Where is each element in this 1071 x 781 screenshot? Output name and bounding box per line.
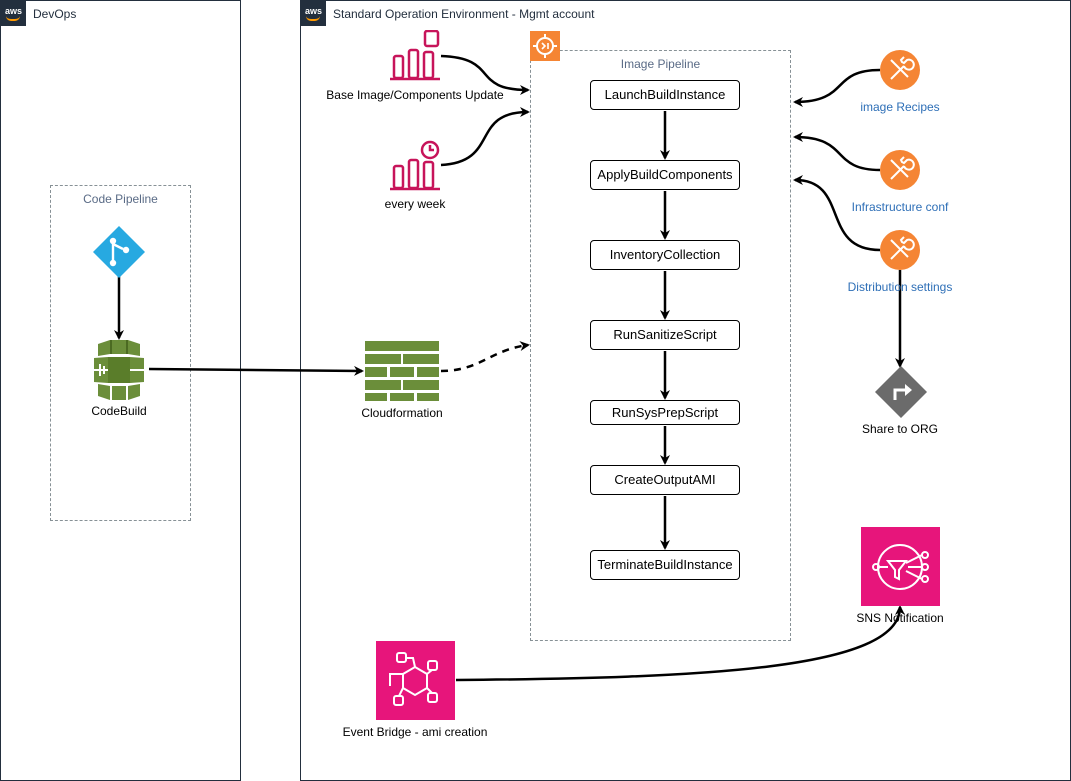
aws-badge-text: aws bbox=[4, 6, 22, 16]
step-launch-build-instance: LaunchBuildInstance bbox=[590, 80, 740, 110]
aws-badge-text: aws bbox=[304, 6, 322, 16]
soe-group: aws Standard Operation Environment - Mgm… bbox=[300, 0, 1071, 781]
share-label: Share to ORG bbox=[861, 422, 939, 436]
chart-trigger-icon bbox=[390, 30, 440, 81]
eventbridge-to-sns-arrow bbox=[455, 605, 905, 682]
aws-logo-icon: aws bbox=[1, 1, 26, 26]
aws-logo-icon: aws bbox=[301, 1, 326, 26]
infra-tools-icon bbox=[880, 150, 920, 190]
recipes-label: image Recipes bbox=[860, 100, 940, 114]
cloudformation-label: Cloudformation bbox=[361, 406, 443, 420]
codebuild-to-cloudformation-arrow bbox=[148, 365, 364, 376]
recipes-tools-icon bbox=[880, 50, 920, 90]
step-apply-build-components: ApplyBuildComponents bbox=[590, 160, 740, 190]
schedule-to-pipeline-arrow bbox=[440, 107, 530, 167]
image-builder-icon bbox=[530, 31, 560, 61]
schedule-label: every week bbox=[384, 197, 446, 211]
scheduled-chart-icon bbox=[390, 140, 440, 191]
share-direction-icon bbox=[875, 366, 927, 418]
code-pipeline-group: Code Pipeline bbox=[50, 185, 191, 521]
devops-title: DevOps bbox=[33, 7, 77, 21]
sns-label: SNS Notification bbox=[856, 611, 944, 625]
step-create-output-ami: CreateOutputAMI bbox=[590, 465, 740, 495]
code-pipeline-title: Code Pipeline bbox=[83, 192, 158, 206]
step-inventory-collection: InventoryCollection bbox=[590, 240, 740, 270]
sns-icon bbox=[861, 527, 940, 606]
base-update-label: Base Image/Components Update bbox=[326, 88, 504, 102]
infra-label: Infrastructure conf bbox=[851, 200, 949, 214]
step-terminate-build-instance: TerminateBuildInstance bbox=[590, 550, 740, 580]
distribution-label: Distribution settings bbox=[847, 280, 953, 294]
codebuild-label: CodeBuild bbox=[91, 404, 147, 418]
step-run-sysprep-script: RunSysPrepScript bbox=[590, 400, 740, 425]
recipes-to-pipeline-arrow bbox=[793, 68, 881, 107]
image-pipeline-title: Image Pipeline bbox=[620, 57, 701, 71]
cloudformation-icon bbox=[365, 341, 439, 401]
eventbridge-icon bbox=[376, 641, 455, 720]
cloudformation-to-pipeline-arrow bbox=[440, 341, 530, 373]
image-pipeline-group: Image Pipeline bbox=[530, 50, 791, 641]
eventbridge-label: Event Bridge - ami creation bbox=[342, 725, 488, 739]
base-update-to-pipeline-arrow bbox=[440, 54, 530, 95]
distribution-to-pipeline-arrow bbox=[793, 175, 881, 252]
git-icon bbox=[93, 226, 145, 278]
codebuild-icon bbox=[94, 340, 144, 400]
distribution-tools-icon bbox=[880, 230, 920, 270]
step-run-sanitize-script: RunSanitizeScript bbox=[590, 320, 740, 350]
infra-to-pipeline-arrow bbox=[793, 132, 881, 172]
soe-title: Standard Operation Environment - Mgmt ac… bbox=[333, 7, 595, 21]
